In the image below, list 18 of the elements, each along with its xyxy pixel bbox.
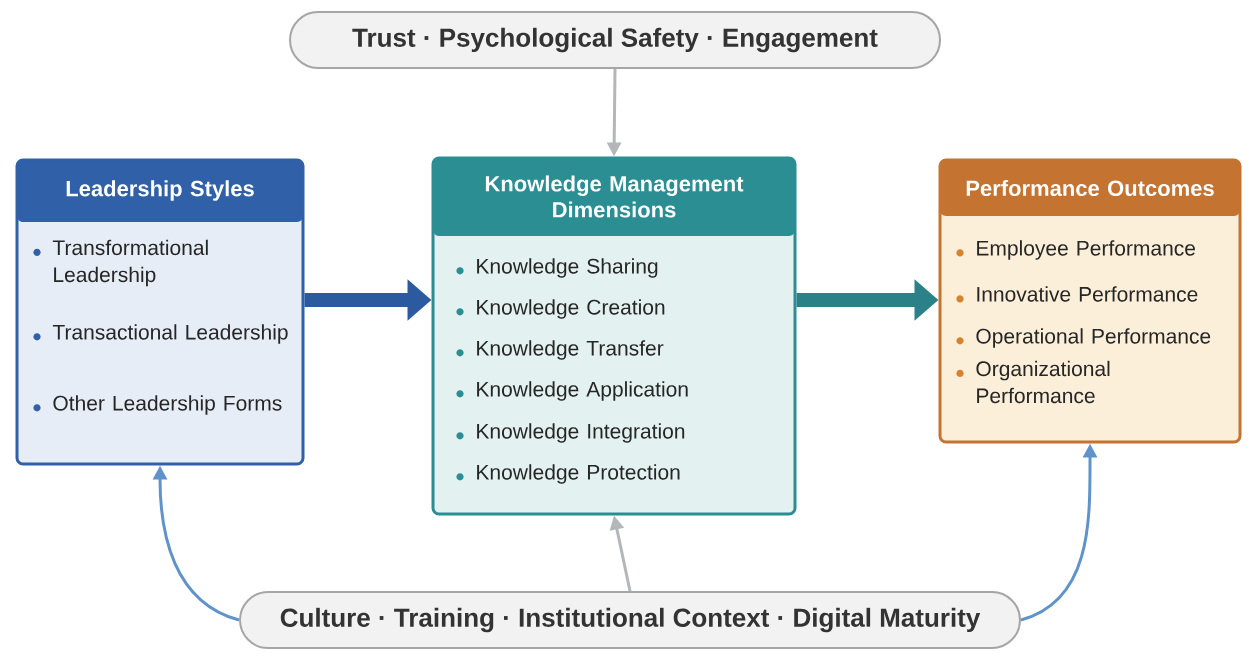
list-item: Knowledge Transfer bbox=[456, 340, 664, 360]
pill-box: Trust · Psychological Safety · Engagement bbox=[289, 11, 941, 69]
list-item: Operational Performance bbox=[956, 328, 1211, 348]
panel-heading: Leadership Styles bbox=[66, 180, 254, 201]
pill-box: Culture · Training · Institutional Context · Digital Maturity bbox=[239, 591, 1021, 649]
panel-heading: Knowledge Management Dimensions bbox=[485, 175, 744, 218]
panel-heading: Performance Outcomes bbox=[966, 179, 1214, 197]
list-item: Other Leadership Forms bbox=[33, 395, 282, 415]
list-item: Knowledge Integration bbox=[456, 423, 685, 443]
list-item: Knowledge Creation bbox=[456, 299, 665, 319]
list-item: Employee Performance bbox=[956, 240, 1195, 260]
list-item: Knowledge Sharing bbox=[456, 258, 658, 278]
list-item: Knowledge Application bbox=[456, 381, 688, 401]
list-item: Organizational Performance bbox=[956, 360, 1110, 404]
list-item: Innovative Performance bbox=[956, 286, 1198, 303]
list-item: Knowledge Protection bbox=[456, 464, 680, 484]
list-item: Transactional Leadership bbox=[33, 324, 288, 344]
list-item: Transformational Leadership bbox=[33, 239, 208, 287]
